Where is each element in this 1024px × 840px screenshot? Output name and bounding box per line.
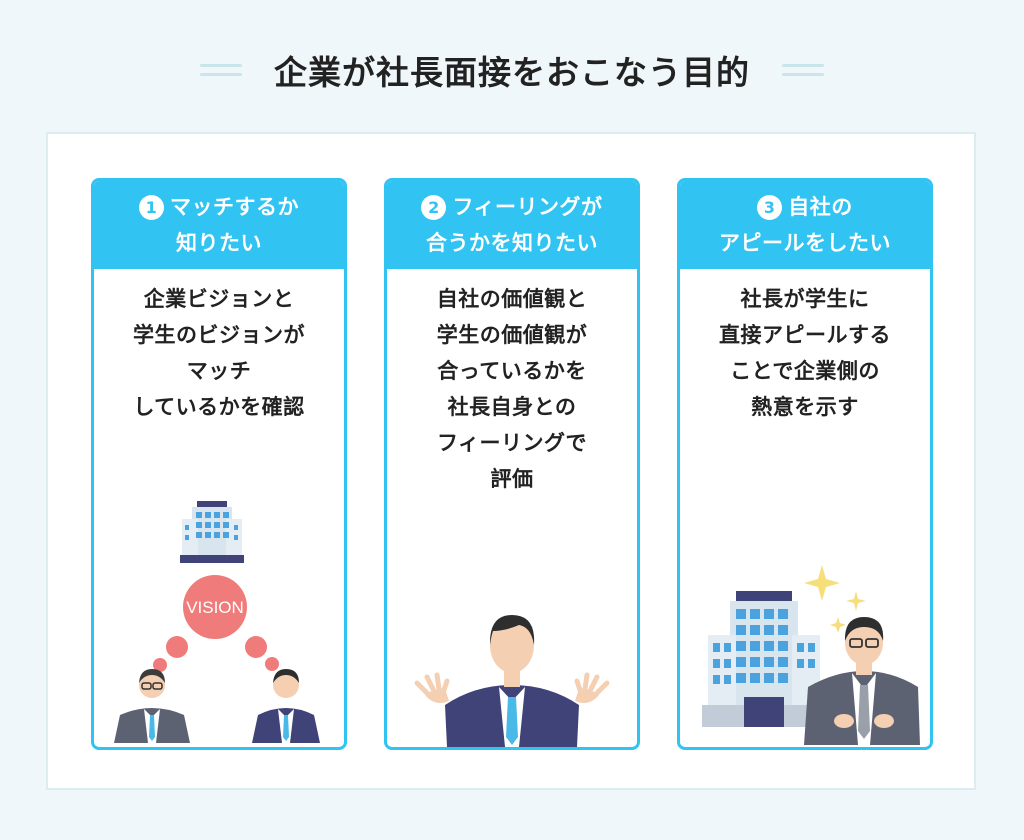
card-body-line: 直接アピールする xyxy=(719,323,891,347)
card-header-line: 知りたい xyxy=(176,231,262,255)
card-body: 自社の価値観と 学生の価値観が 合っているかを 社長自身との フィーリングで 評… xyxy=(387,269,637,497)
card-body: 企業ビジョンと 学生のビジョンが マッチ しているかを確認 xyxy=(94,269,344,425)
ceo-open-arms-icon xyxy=(414,615,610,747)
vision-bubble: VISION xyxy=(142,575,288,682)
card-body-line: 熱意を示す xyxy=(751,395,859,419)
ceo-appeal-illustration xyxy=(702,565,920,745)
card-body-line: ことで企業側の xyxy=(730,359,880,383)
office-building-icon xyxy=(180,501,244,563)
ceo-illustration xyxy=(414,615,610,747)
page-title: 企業が社長面接をおこなう目的 xyxy=(274,53,750,92)
office-building-icon xyxy=(702,591,826,727)
title-decoration-left xyxy=(200,64,242,76)
card-body-line: 企業ビジョンと xyxy=(143,287,295,311)
card-body-line: 学生の価値観が xyxy=(436,323,588,347)
card-header-line: 合うかを知りたい xyxy=(426,231,598,255)
card-body-line: マッチ xyxy=(186,359,252,383)
card-body-line: 評価 xyxy=(490,467,534,491)
ceo-businessman-icon xyxy=(804,617,920,745)
card-body-line: しているかを確認 xyxy=(133,395,305,419)
card-header-line: マッチするか xyxy=(170,195,299,219)
card-body-line: 自社の価値観と xyxy=(436,287,588,311)
card-header-line: フィーリングが xyxy=(452,195,603,219)
businessman-left-icon xyxy=(114,669,190,743)
card-body-line: フィーリングで xyxy=(436,431,588,455)
number-badge: 2 xyxy=(421,194,447,220)
sparkle-icon xyxy=(804,565,866,633)
vision-illustration: VISION xyxy=(114,501,320,743)
number-badge: 3 xyxy=(757,194,783,220)
card-header-line: アピールをしたい xyxy=(719,231,891,255)
title-decoration-right xyxy=(782,64,824,76)
businessman-right-icon xyxy=(252,669,320,743)
vision-bubble-text: VISION xyxy=(186,598,244,617)
card-body-line: 学生のビジョンが xyxy=(133,323,305,347)
card-body-line: 社長自身との xyxy=(447,395,577,419)
card-header-line: 自社の xyxy=(788,195,853,219)
title-row: 企業が社長面接をおこなう目的 xyxy=(0,40,1024,100)
number-badge: 1 xyxy=(139,194,164,220)
card-body-line: 社長が学生に xyxy=(740,287,870,311)
card-body: 社長が学生に 直接アピールする ことで企業側の 熱意を示す xyxy=(680,269,930,425)
card-body-line: 合っているかを xyxy=(437,359,587,383)
